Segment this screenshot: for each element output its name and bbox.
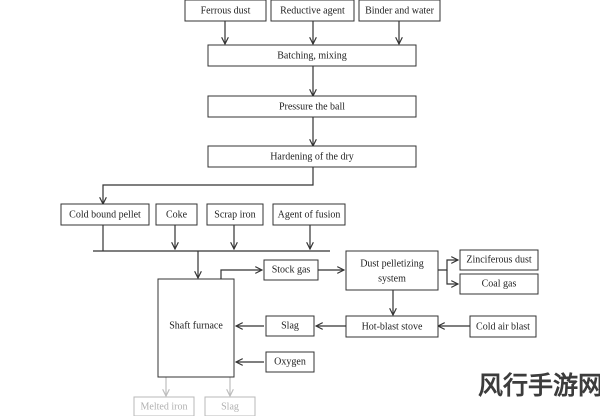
svg-text:Ferrous dust: Ferrous dust <box>201 5 251 16</box>
node-cold-bound-pellet: Cold bound pellet <box>60 203 150 226</box>
svg-text:Scrap iron: Scrap iron <box>214 209 255 220</box>
svg-text:Dust pelletizing: Dust pelletizing <box>360 258 424 269</box>
node-coke: Coke <box>155 203 198 226</box>
node-binder-water: Binder and water <box>358 0 441 22</box>
svg-text:Stock gas: Stock gas <box>272 264 311 275</box>
svg-text:Coal gas: Coal gas <box>482 278 517 289</box>
svg-text:Melted iron: Melted iron <box>141 401 188 412</box>
node-slag: Slag <box>265 315 315 337</box>
node-batching-mixing: Batching, mixing <box>207 44 417 67</box>
node-shaft-furnace: Shaft furnace <box>157 278 235 378</box>
node-pressure-ball: Pressure the ball <box>207 95 417 118</box>
node-stock-gas: Stock gas <box>263 259 319 281</box>
svg-text:Hardening of the dry: Hardening of the dry <box>270 151 354 162</box>
svg-text:Binder and water: Binder and water <box>365 5 435 16</box>
node-slag-output: Slag <box>204 396 256 416</box>
svg-text:Pressure the ball: Pressure the ball <box>279 101 345 112</box>
node-agent-of-fusion: Agent of fusion <box>272 203 346 226</box>
connectors <box>93 21 470 396</box>
svg-text:Agent of fusion: Agent of fusion <box>278 209 341 220</box>
svg-text:Cold bound pellet: Cold bound pellet <box>69 209 141 220</box>
node-hot-blast-stove: Hot-blast stove <box>345 315 439 338</box>
svg-text:Zinciferous dust: Zinciferous dust <box>466 254 531 265</box>
node-oxygen: Oxygen <box>265 351 315 373</box>
svg-text:Batching, mixing: Batching, mixing <box>277 50 346 61</box>
node-reductive-agent: Reductive agent <box>270 0 355 22</box>
node-ferrous-dust: Ferrous dust <box>184 0 267 22</box>
node-zinciferous-dust: Zinciferous dust <box>459 249 539 271</box>
svg-text:Shaft furnace: Shaft furnace <box>169 320 223 331</box>
arrow-dust-to-coalgas <box>446 270 458 284</box>
node-dust-pelletizing-system: Dust pelletizing system <box>345 250 439 291</box>
svg-text:Reductive agent: Reductive agent <box>280 5 345 16</box>
svg-text:Slag: Slag <box>281 320 299 331</box>
node-cold-air-blast: Cold air blast <box>469 315 537 338</box>
svg-text:Cold air blast: Cold air blast <box>476 321 530 332</box>
svg-text:Hot-blast stove: Hot-blast stove <box>362 321 423 332</box>
arrow-hardening-to-pellet <box>103 167 314 204</box>
node-hardening: Hardening of the dry <box>207 145 417 168</box>
svg-text:system: system <box>378 273 406 284</box>
svg-text:Slag: Slag <box>221 401 239 412</box>
svg-text:Oxygen: Oxygen <box>274 356 306 367</box>
watermark: 风行手游网 <box>478 371 600 400</box>
arrow-dust-to-zinc <box>438 260 458 271</box>
node-coal-gas: Coal gas <box>459 273 539 295</box>
node-scrap-iron: Scrap iron <box>206 203 264 226</box>
node-melted-iron: Melted iron <box>133 396 195 416</box>
svg-text:Coke: Coke <box>166 209 188 220</box>
